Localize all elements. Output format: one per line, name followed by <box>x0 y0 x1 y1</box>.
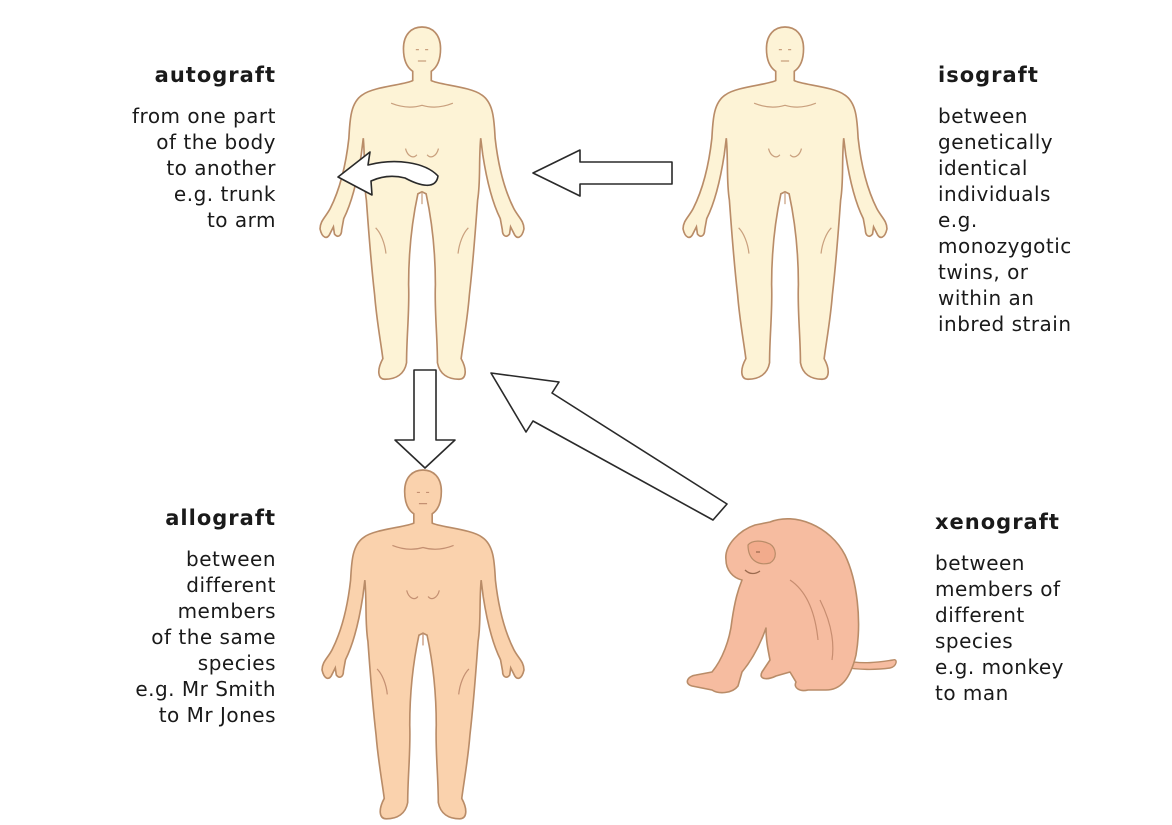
autograft-to-allograft-arrow <box>395 370 455 468</box>
allograft-human-figure <box>322 470 524 819</box>
autograft-human-figure <box>320 27 524 379</box>
autograft-desc-line: to another <box>20 155 276 181</box>
isograft-desc-line: inbred strain <box>938 311 1168 337</box>
autograft-desc-line: to arm <box>20 207 276 233</box>
isograft-desc-line: identical <box>938 155 1168 181</box>
xenograft-desc-line: to man <box>935 680 1165 706</box>
xenograft-desc-line: between <box>935 550 1165 576</box>
allograft-desc-line: between <box>20 546 276 572</box>
isograft-human-figure <box>683 27 887 379</box>
xenograft-desc-line: different <box>935 602 1165 628</box>
xenograft-desc-line: e.g. monkey <box>935 654 1165 680</box>
allograft-desc-line: to Mr Jones <box>20 702 276 728</box>
allograft-title: allograft <box>20 506 276 530</box>
monkey-figure <box>687 519 896 693</box>
allograft-desc-line: e.g. Mr Smith <box>20 676 276 702</box>
xenograft-label-block: xenograft between members of different s… <box>935 510 1165 706</box>
isograft-title: isograft <box>938 63 1168 87</box>
allograft-desc-line: of the same <box>20 624 276 650</box>
isograft-desc-line: monozygotic <box>938 233 1168 259</box>
isograft-desc-line: genetically <box>938 129 1168 155</box>
isograft-to-autograft-arrow <box>533 150 672 196</box>
autograft-desc-line: e.g. trunk <box>20 181 276 207</box>
isograft-desc-line: twins, or <box>938 259 1168 285</box>
autograft-label-block: autograft from one part of the body to a… <box>20 63 276 233</box>
xenograft-to-autograft-arrow <box>491 373 727 520</box>
autograft-desc-line: of the body <box>20 129 276 155</box>
autograft-title: autograft <box>20 63 276 87</box>
isograft-desc-line: individuals <box>938 181 1168 207</box>
xenograft-desc-line: members of <box>935 576 1165 602</box>
xenograft-desc-line: species <box>935 628 1165 654</box>
allograft-label-block: allograft between different members of t… <box>20 506 276 728</box>
isograft-desc-line: within an <box>938 285 1168 311</box>
allograft-desc-line: different <box>20 572 276 598</box>
isograft-label-block: isograft between genetically identical i… <box>938 63 1168 337</box>
autograft-desc-line: from one part <box>20 103 276 129</box>
xenograft-title: xenograft <box>935 510 1165 534</box>
allograft-desc-line: members <box>20 598 276 624</box>
allograft-desc-line: species <box>20 650 276 676</box>
isograft-desc-line: between <box>938 103 1168 129</box>
isograft-desc-line: e.g. <box>938 207 1168 233</box>
